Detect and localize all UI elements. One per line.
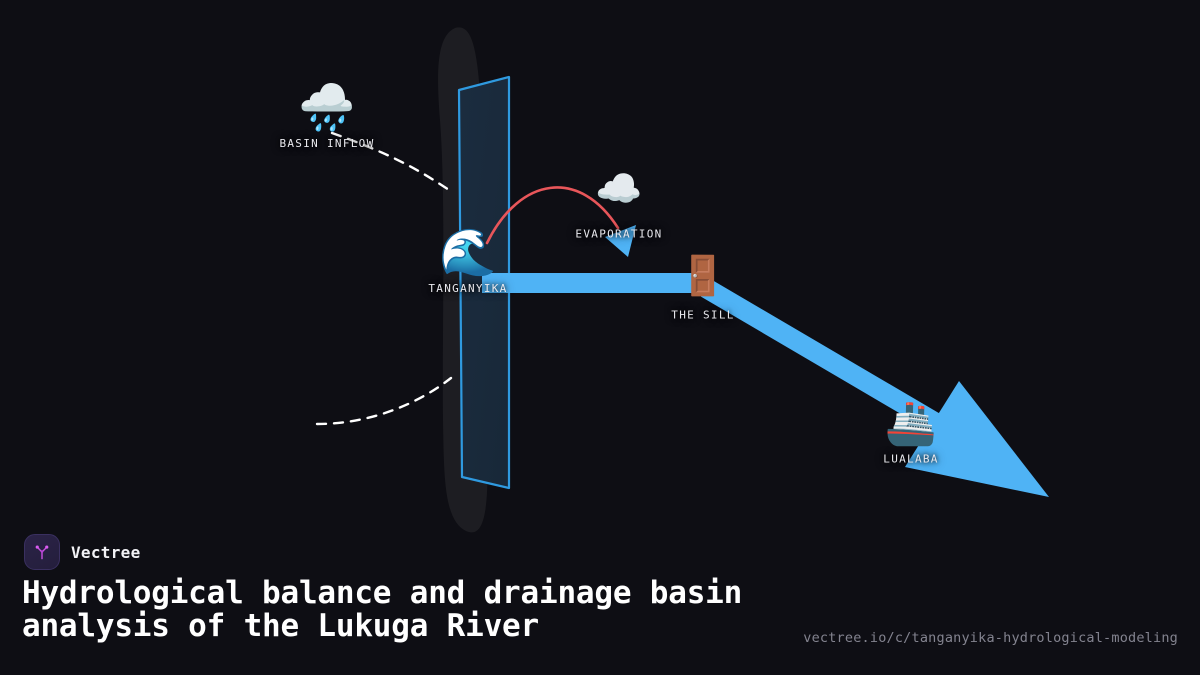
lualaba-arrowhead-icon [905, 381, 1049, 497]
node-label-lualaba: LUALABA [883, 452, 939, 466]
page-title: Hydrological balance and drainage basin … [22, 575, 743, 645]
edge-basin-inflow-lower [315, 376, 453, 426]
node-label-tanganyika: TANGANYIKA [428, 282, 508, 295]
door-icon: 🚪 [679, 253, 727, 298]
rain-cloud-icon: 🌧️ [298, 80, 356, 134]
source-url: vectree.io/c/tanganyika-hydrological-mod… [803, 630, 1178, 646]
node-basin-inflow[interactable]: 🌧️ BASIN INFLOW [279, 84, 374, 150]
footer: Vectree Hydrological balance and drainag… [0, 530, 1200, 675]
brand-name: Vectree [71, 542, 141, 562]
cloud-icon: ☁️ [595, 166, 643, 211]
node-label-basin-inflow: BASIN INFLOW [279, 137, 375, 150]
node-lualaba[interactable]: 🚢 LUALABA [883, 398, 939, 466]
brand: Vectree [24, 534, 141, 570]
node-label-evaporation: EVAPORATION [575, 227, 663, 241]
node-evaporation[interactable]: ☁️ EVAPORATION [575, 170, 662, 241]
node-label-the-sill: THE SILL [671, 308, 735, 322]
edge-evaporation-arc [485, 186, 620, 245]
diagram-svg [315, 27, 1049, 533]
vectree-tree-logo-icon [24, 534, 60, 570]
water-wave-icon: 🌊 [439, 225, 497, 279]
node-tanganyika[interactable]: 🌊 TANGANYIKA [428, 229, 507, 295]
edge-sill-to-lualaba [700, 279, 971, 449]
diagram-canvas: 🌧️ BASIN INFLOW 🌊 TANGANYIKA ☁️ EVAPORAT… [279, 27, 1049, 533]
passenger-ship-icon: 🚢 [884, 398, 938, 448]
evaporation-arrowhead-icon [605, 225, 636, 257]
edge-basin-inflow-upper [330, 131, 451, 192]
node-the-sill[interactable]: 🚪 THE SILL [671, 257, 734, 322]
